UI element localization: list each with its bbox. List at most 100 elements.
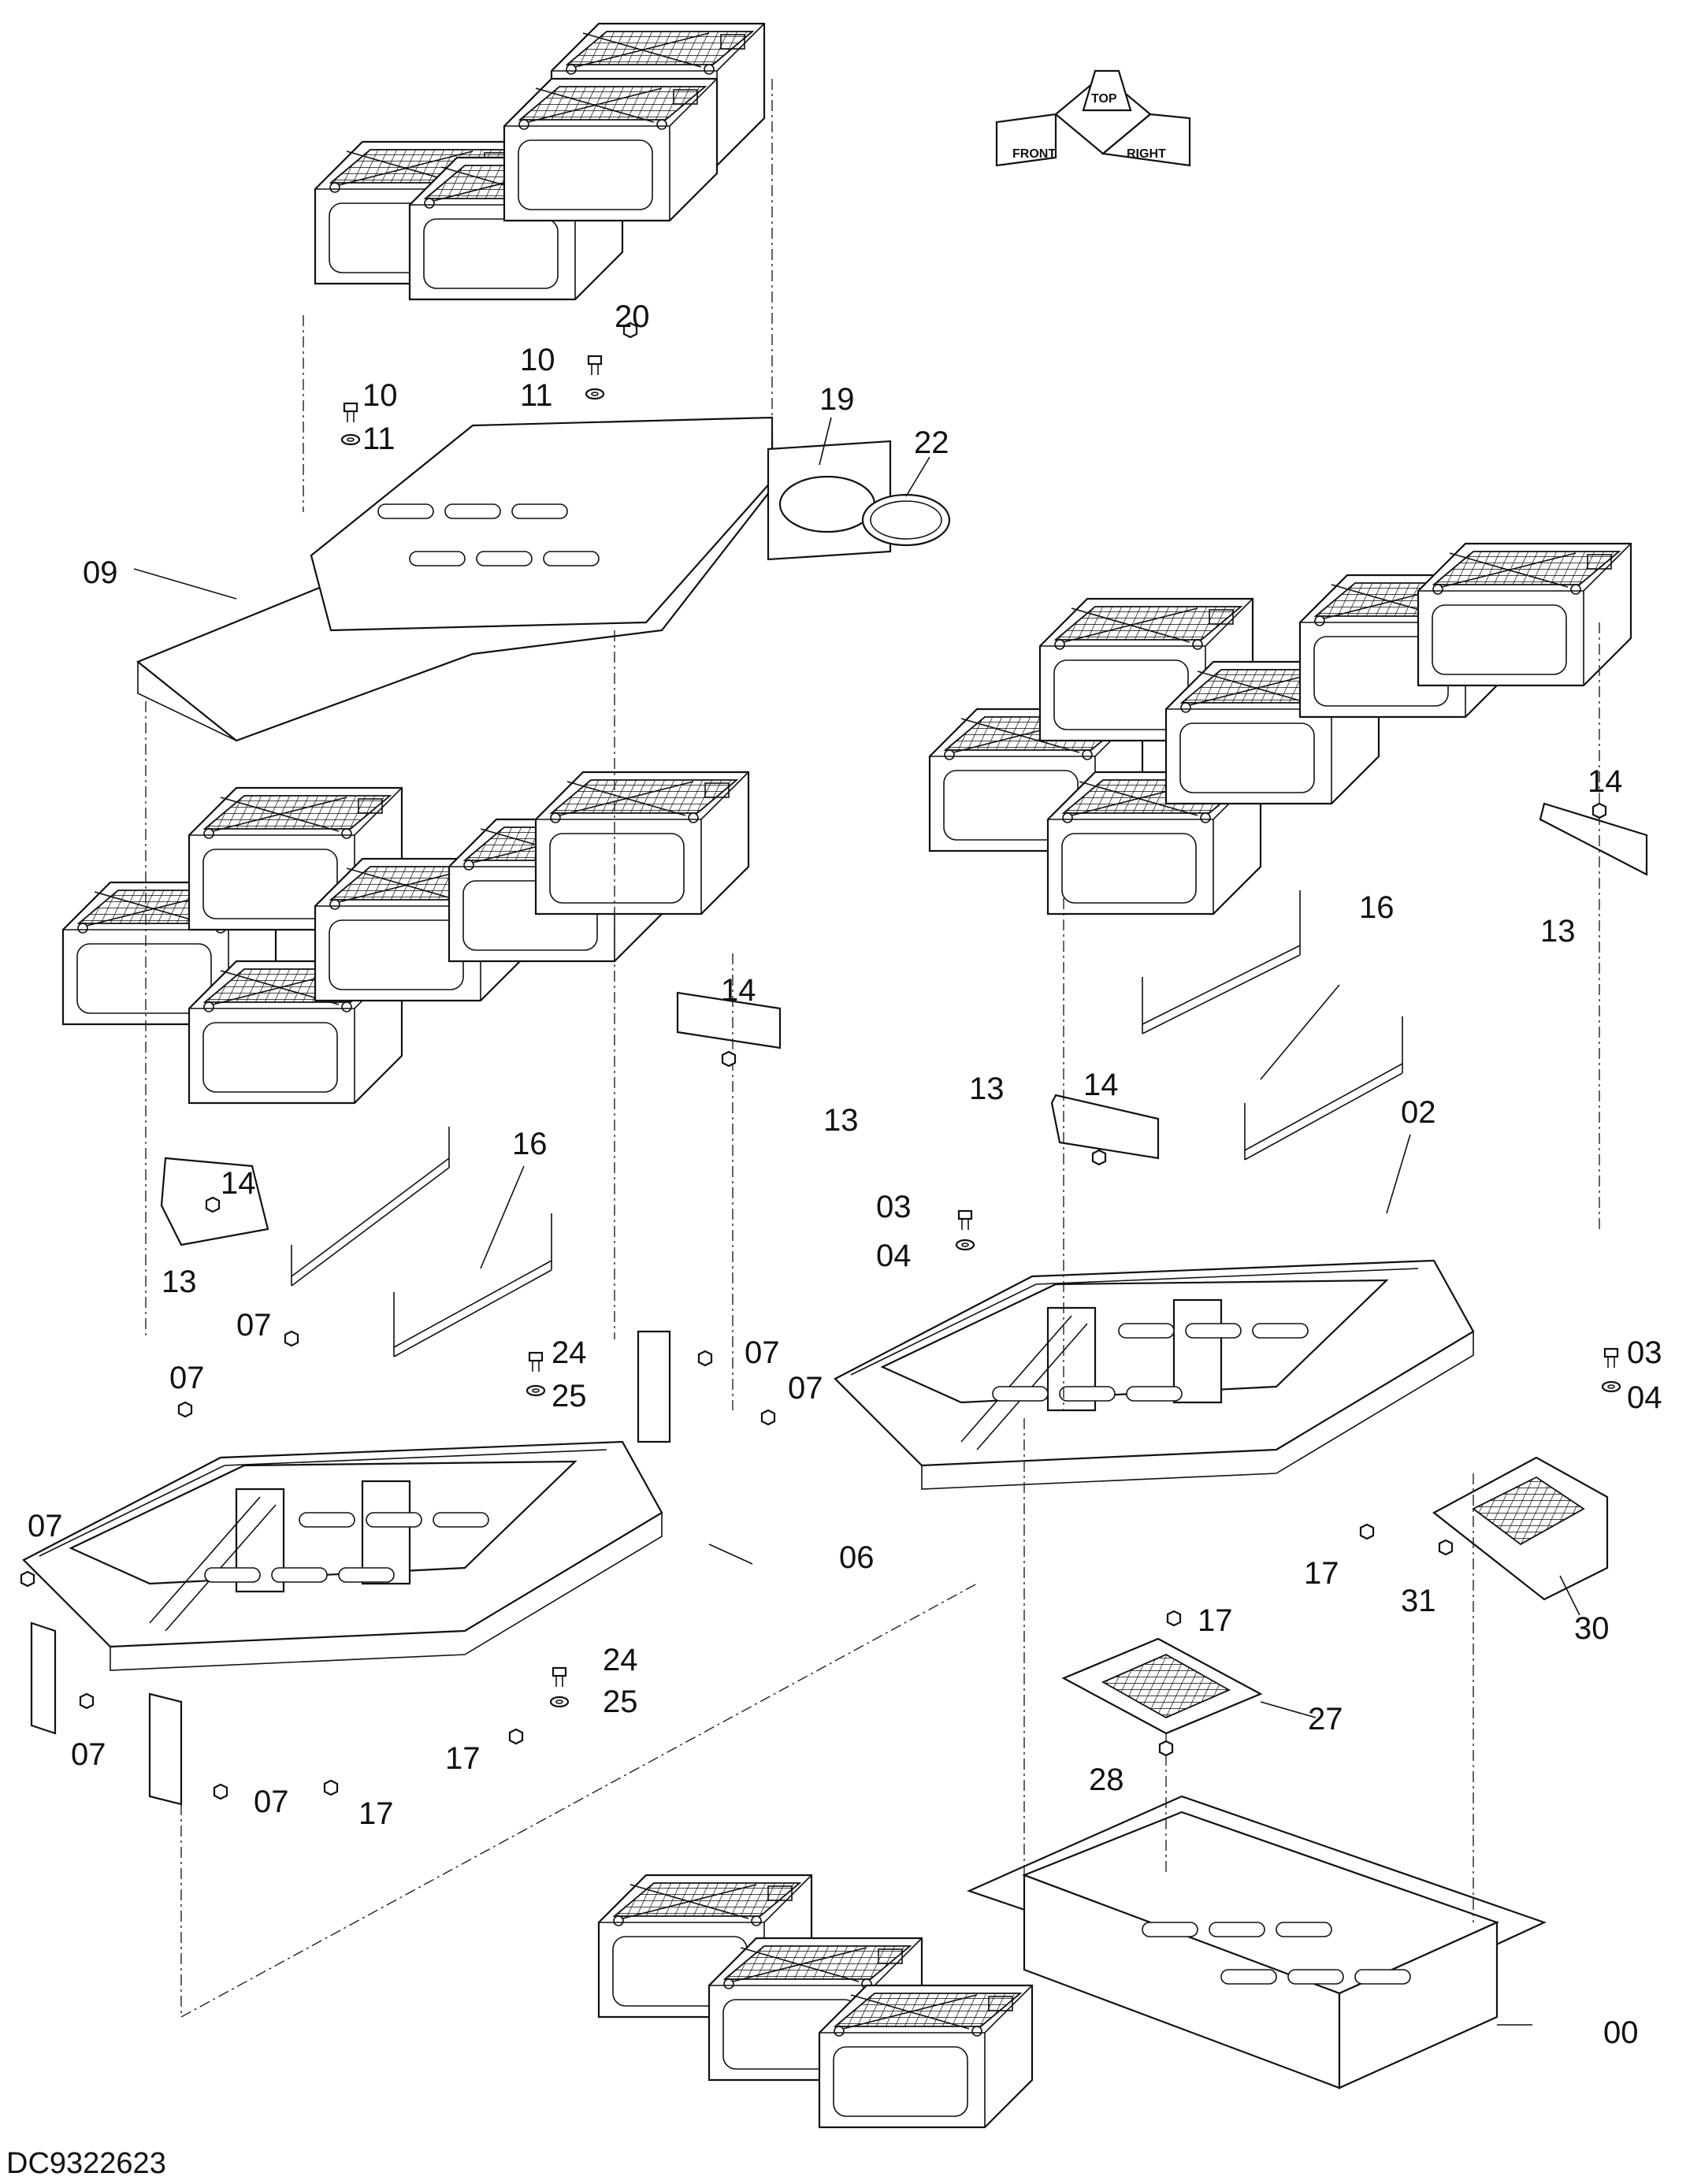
callout-17: 17 bbox=[358, 1796, 394, 1831]
plate-16 bbox=[1142, 890, 1301, 1034]
bolt-10 bbox=[343, 402, 358, 424]
callout-02: 02 bbox=[1401, 1095, 1436, 1130]
callout-11: 11 bbox=[520, 378, 553, 413]
callout-13: 13 bbox=[1540, 914, 1576, 949]
callout-16: 16 bbox=[1359, 890, 1395, 925]
bolt-24 bbox=[528, 1351, 544, 1373]
washer-11 bbox=[340, 433, 361, 446]
bolt-24 bbox=[552, 1666, 567, 1688]
callout-31: 31 bbox=[1401, 1584, 1436, 1618]
callout-14: 14 bbox=[221, 1166, 256, 1201]
hold-down-brackets bbox=[160, 802, 1648, 1358]
washer-11 bbox=[585, 388, 605, 400]
callout-11: 11 bbox=[362, 422, 396, 456]
bracket-13 bbox=[676, 991, 782, 1049]
cover-plate-27 bbox=[1061, 1637, 1263, 1735]
callout-03: 03 bbox=[1627, 1335, 1662, 1370]
orientation-right-label: RIGHT bbox=[1127, 147, 1166, 161]
battery-unit bbox=[1417, 542, 1632, 687]
callout-13: 13 bbox=[823, 1103, 859, 1138]
callout-03: 03 bbox=[876, 1190, 912, 1224]
battery-unit bbox=[503, 77, 719, 222]
callout-14: 14 bbox=[1588, 764, 1623, 799]
callout-07: 07 bbox=[71, 1737, 106, 1772]
bracket-13 bbox=[1050, 1094, 1160, 1160]
battery-unit bbox=[818, 1984, 1034, 2129]
washer-04 bbox=[1601, 1380, 1621, 1393]
callout-17: 17 bbox=[1198, 1603, 1233, 1638]
callout-07: 07 bbox=[745, 1335, 780, 1370]
orientation-indicator: FRONT TOP RIGHT bbox=[995, 69, 1191, 167]
callout-24: 24 bbox=[603, 1643, 638, 1677]
nut-07 bbox=[177, 1401, 193, 1418]
nut-14 bbox=[1091, 1149, 1107, 1166]
orientation-top-label: TOP bbox=[1091, 92, 1117, 106]
plate-16 bbox=[393, 1213, 552, 1358]
plate-16 bbox=[1244, 1016, 1403, 1161]
callout-07: 07 bbox=[236, 1308, 272, 1343]
washer-25 bbox=[549, 1696, 570, 1708]
callout-07: 07 bbox=[788, 1371, 823, 1406]
callout-13: 13 bbox=[969, 1072, 1005, 1106]
drawing-code: DC9322623 bbox=[6, 2147, 166, 2180]
washer-25 bbox=[526, 1384, 546, 1397]
callout-07: 07 bbox=[169, 1361, 205, 1395]
callout-25: 25 bbox=[552, 1379, 587, 1413]
battery-group-bottom bbox=[597, 1874, 1034, 2129]
nut-07 bbox=[697, 1350, 713, 1367]
callout-09: 09 bbox=[83, 555, 118, 590]
callout-00: 00 bbox=[1603, 2015, 1639, 2050]
callout-16: 16 bbox=[512, 1127, 548, 1161]
nut-07 bbox=[79, 1692, 95, 1710]
nut-17 bbox=[1166, 1610, 1182, 1627]
callout-leaders bbox=[133, 417, 1580, 2026]
callout-10: 10 bbox=[520, 343, 555, 377]
battery-group-left bbox=[61, 771, 750, 1105]
battery-box-00 bbox=[966, 1795, 1547, 2089]
nut-07 bbox=[20, 1570, 35, 1588]
nut-17 bbox=[508, 1728, 524, 1745]
callout-22: 22 bbox=[914, 425, 949, 460]
washer-04 bbox=[955, 1239, 975, 1251]
cover-plate-30 bbox=[1432, 1456, 1609, 1601]
nut-14 bbox=[205, 1196, 221, 1213]
projection-lines bbox=[145, 79, 1600, 2019]
battery-unit bbox=[534, 771, 750, 916]
orientation-front-label: FRONT bbox=[1012, 147, 1056, 161]
nut-31 bbox=[1438, 1539, 1454, 1556]
battery-tray-09 bbox=[136, 416, 951, 742]
nut-14 bbox=[721, 1050, 737, 1068]
callout-27: 27 bbox=[1308, 1702, 1343, 1736]
callout-07: 07 bbox=[254, 1785, 289, 1819]
battery-group-right bbox=[928, 542, 1632, 916]
callout-04: 04 bbox=[876, 1239, 912, 1273]
callout-10: 10 bbox=[362, 378, 398, 413]
nut-07 bbox=[213, 1783, 228, 1800]
callout-25: 25 bbox=[603, 1684, 638, 1719]
callout-20: 20 bbox=[615, 299, 650, 334]
nut-07 bbox=[284, 1330, 299, 1347]
battery-frame-02 bbox=[834, 1259, 1475, 1491]
callout-labels: 00 02 03 04 03 04 06 07 07 07 07 07 07 0… bbox=[28, 299, 1662, 2050]
nut-28 bbox=[1158, 1740, 1174, 1757]
nut-14 bbox=[1591, 802, 1607, 819]
callout-06: 06 bbox=[839, 1540, 875, 1575]
callout-17: 17 bbox=[445, 1741, 481, 1776]
battery-group-top bbox=[314, 22, 766, 301]
nut-17 bbox=[323, 1779, 339, 1796]
plate-16 bbox=[291, 1127, 450, 1287]
callout-28: 28 bbox=[1089, 1762, 1124, 1797]
bolt-10 bbox=[587, 355, 603, 377]
battery-frame-06 bbox=[22, 1330, 671, 1806]
callout-24: 24 bbox=[552, 1335, 587, 1370]
callout-19: 19 bbox=[819, 382, 855, 417]
callout-04: 04 bbox=[1627, 1380, 1662, 1415]
bolt-03 bbox=[1603, 1347, 1619, 1369]
callout-07: 07 bbox=[28, 1509, 63, 1543]
callout-30: 30 bbox=[1574, 1611, 1610, 1646]
callout-14: 14 bbox=[721, 973, 756, 1008]
callout-13: 13 bbox=[162, 1265, 197, 1299]
callout-14: 14 bbox=[1083, 1068, 1119, 1102]
callout-17: 17 bbox=[1304, 1556, 1339, 1591]
